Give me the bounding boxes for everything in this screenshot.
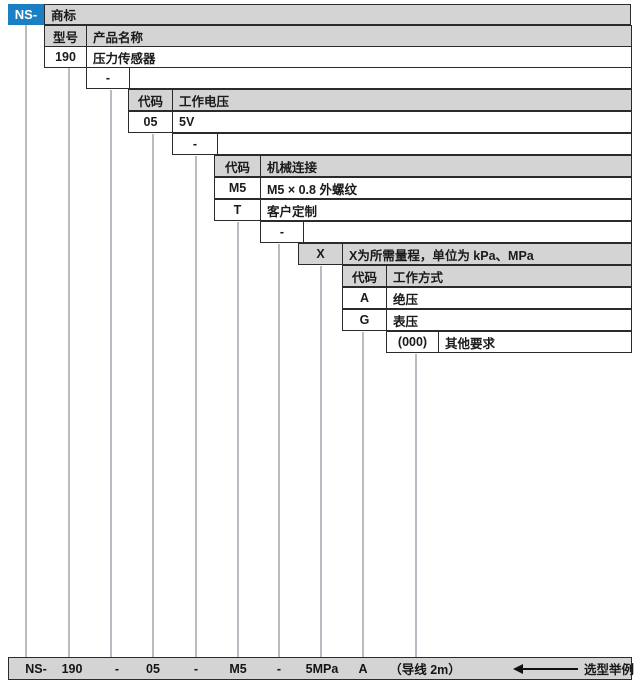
example-strip: NS- 190 - 05 - M5 - 5MPa A （导线 2m） 选型举例 bbox=[8, 657, 634, 680]
mode-row-desc-a: 绝压 bbox=[393, 292, 419, 307]
voltage-row-05: 05 5V bbox=[128, 111, 632, 133]
mechanical-header-row: 代码 机械连接 bbox=[214, 155, 632, 177]
mode-row-code-g: G bbox=[343, 310, 387, 330]
guide-line-other bbox=[415, 354, 417, 657]
separator-filler-3 bbox=[304, 221, 632, 243]
example-item-mode: A bbox=[358, 661, 368, 676]
voltage-header-desc: 工作电压 bbox=[179, 94, 230, 109]
mode-header-row: 代码 工作方式 bbox=[342, 265, 632, 287]
mode-row-g: G 表压 bbox=[342, 309, 632, 331]
range-header-row: X X为所需量程，单位为 kPa、MPa bbox=[298, 243, 632, 265]
mechanical-header-desc: 机械连接 bbox=[267, 160, 318, 175]
separator-row-1: - bbox=[86, 67, 632, 89]
range-header-desc: X为所需量程，单位为 kPa、MPa bbox=[349, 248, 534, 263]
model-row-desc: 压力传感器 bbox=[93, 51, 156, 66]
left-arrow-icon bbox=[513, 663, 578, 674]
mode-row-a: A 绝压 bbox=[342, 287, 632, 309]
left-arrow-head-icon bbox=[513, 663, 523, 674]
separator-dash-1: - bbox=[86, 67, 130, 89]
guide-line-brand bbox=[25, 25, 27, 657]
voltage-header-row: 代码 工作电压 bbox=[128, 89, 632, 111]
other-row-desc: 其他要求 bbox=[445, 336, 496, 351]
example-item-voltage: 05 bbox=[146, 661, 160, 676]
mode-header-desc: 工作方式 bbox=[393, 270, 444, 285]
example-annotation-label: 选型举例 bbox=[583, 663, 634, 677]
guide-line-mode bbox=[362, 332, 364, 657]
mode-header-code: 代码 bbox=[343, 266, 387, 286]
mechanical-row-t: T 客户定制 bbox=[214, 199, 632, 221]
other-row-code: (000) bbox=[387, 332, 439, 352]
separator-row-2: - bbox=[172, 133, 632, 155]
guide-line-voltage bbox=[152, 134, 154, 657]
separator-filler-1 bbox=[130, 67, 632, 89]
example-annotation: 选型举例 bbox=[513, 658, 634, 679]
brand-tag: NS- bbox=[8, 4, 44, 25]
mode-row-desc-g: 表压 bbox=[393, 314, 419, 329]
separator-dash-3: - bbox=[260, 221, 304, 243]
guide-line-dash3 bbox=[278, 244, 280, 657]
range-header-code: X bbox=[299, 244, 343, 264]
model-header-code: 型号 bbox=[45, 26, 87, 46]
separator-row-3: - bbox=[260, 221, 632, 243]
guide-line-model bbox=[68, 68, 70, 657]
example-item-dash1: - bbox=[114, 661, 120, 676]
guide-line-dash2 bbox=[195, 156, 197, 657]
mechanical-row-code-t: T bbox=[215, 200, 261, 220]
mechanical-row-code-m5: M5 bbox=[215, 178, 261, 198]
voltage-header-code: 代码 bbox=[129, 90, 173, 110]
voltage-row-code: 05 bbox=[129, 112, 173, 132]
model-header-row: 型号 产品名称 bbox=[44, 25, 632, 47]
voltage-row-desc: 5V bbox=[179, 115, 195, 129]
mechanical-row-desc-m5: M5 × 0.8 外螺纹 bbox=[267, 182, 357, 197]
example-item-range: 5MPa bbox=[305, 661, 339, 676]
guide-line-range bbox=[320, 266, 322, 657]
brand-label: 商标 bbox=[44, 4, 631, 25]
model-row-code: 190 bbox=[45, 47, 87, 67]
example-item-dash3: - bbox=[276, 661, 282, 676]
brand-row: NS- 商标 bbox=[8, 4, 631, 25]
other-row: (000) 其他要求 bbox=[386, 331, 632, 353]
mechanical-header-code: 代码 bbox=[215, 156, 261, 176]
example-item-model: 190 bbox=[61, 661, 83, 676]
mode-row-code-a: A bbox=[343, 288, 387, 308]
separator-filler-2 bbox=[218, 133, 632, 155]
mechanical-row-m5: M5 M5 × 0.8 外螺纹 bbox=[214, 177, 632, 199]
model-row-190: 190 压力传感器 bbox=[44, 46, 632, 68]
mechanical-row-desc-t: 客户定制 bbox=[267, 204, 318, 219]
example-item-mechanical: M5 bbox=[229, 661, 247, 676]
example-item-other: （导线 2m） bbox=[389, 663, 461, 677]
guide-line-mechanical bbox=[237, 222, 239, 657]
guide-line-dash1 bbox=[110, 90, 112, 657]
separator-dash-2: - bbox=[172, 133, 218, 155]
example-item-brand: NS- bbox=[25, 661, 47, 676]
example-item-dash2: - bbox=[193, 661, 199, 676]
model-header-desc: 产品名称 bbox=[93, 30, 144, 45]
